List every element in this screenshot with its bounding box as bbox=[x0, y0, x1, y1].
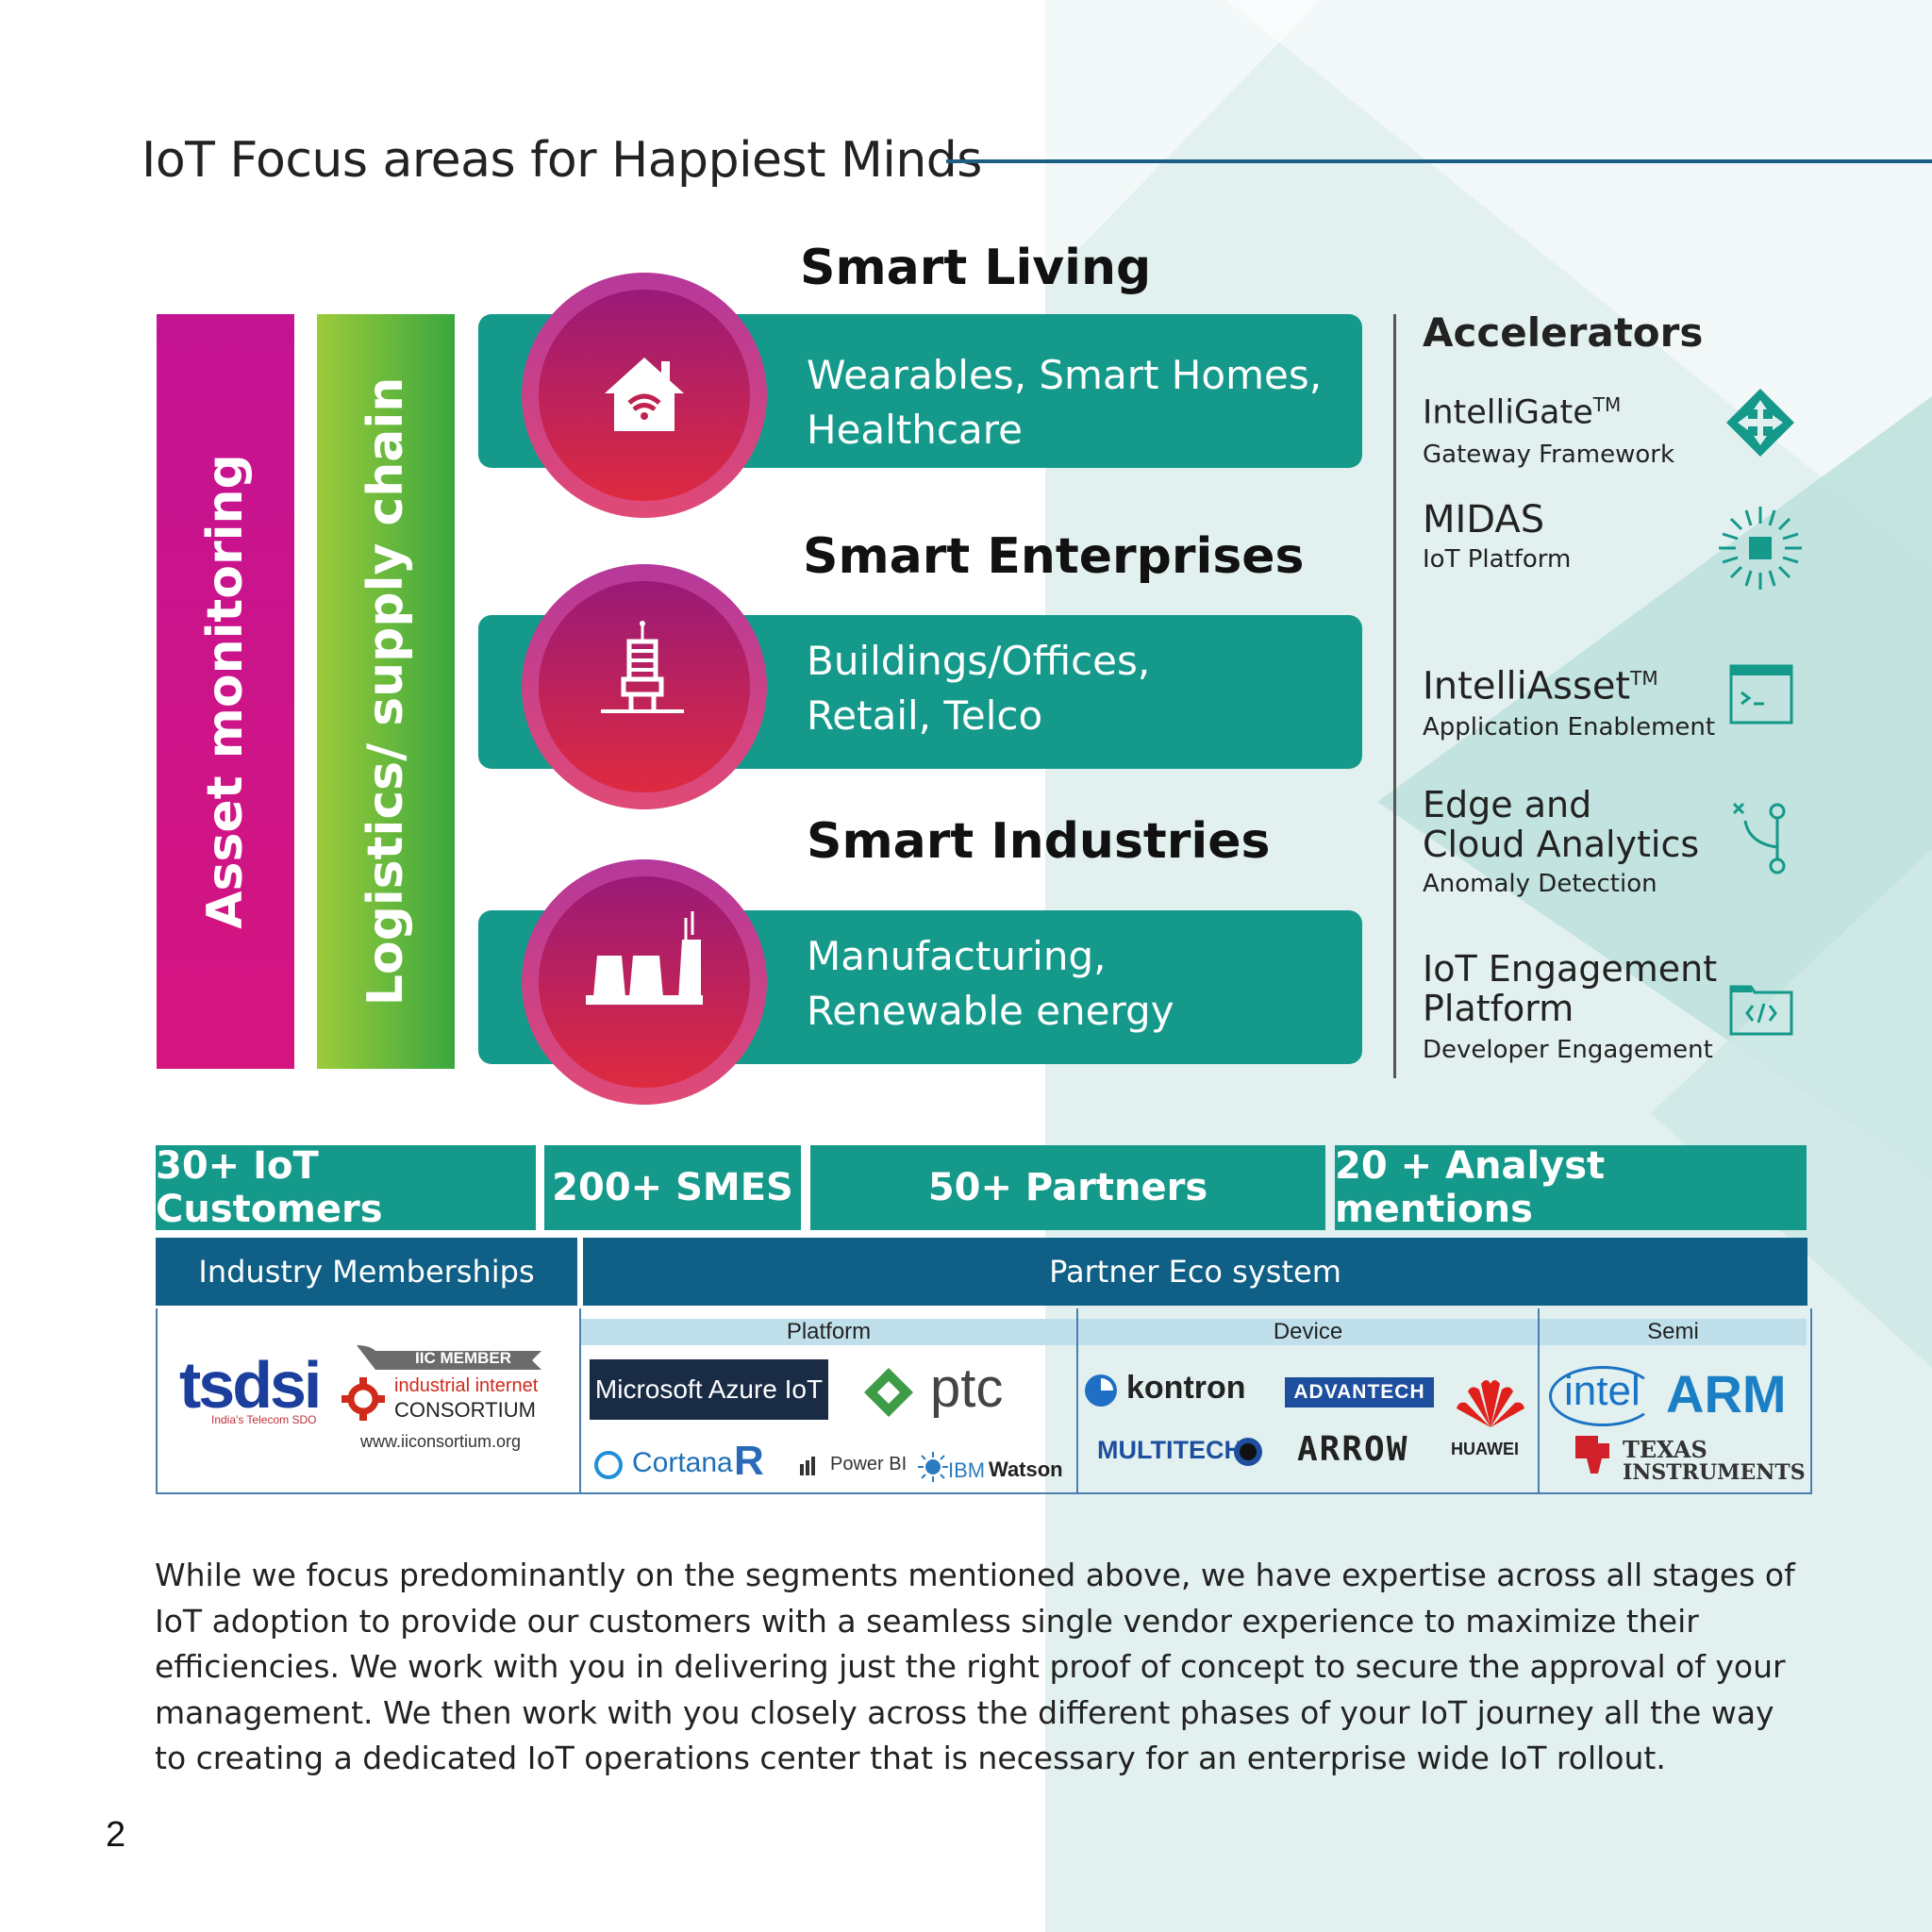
terminal-window-icon bbox=[1729, 664, 1793, 724]
cortana-ring-icon bbox=[594, 1451, 623, 1479]
accelerator-name-line2: Platform bbox=[1423, 988, 1574, 1029]
ptc-mark-icon bbox=[864, 1368, 913, 1417]
tower-badge bbox=[522, 564, 767, 809]
accelerator-edge-cloud-analytics: Edge and Cloud Analytics Anomaly Detecti… bbox=[1423, 785, 1699, 898]
gear-icon bbox=[341, 1377, 385, 1421]
tower-icon bbox=[601, 621, 684, 713]
logo-separator bbox=[1538, 1308, 1540, 1492]
accelerator-intelliasset: IntelliAssetTM Application Enablement bbox=[1423, 658, 1715, 741]
partner-eco-system-header: Partner Eco system bbox=[583, 1238, 1807, 1306]
accelerator-name-line1: Edge and bbox=[1423, 784, 1592, 825]
iic-line1: industrial internet bbox=[394, 1375, 539, 1396]
iic-member-banner: IIC MEMBER bbox=[357, 1343, 541, 1372]
multitech-logo: MULTITECH bbox=[1097, 1436, 1242, 1464]
factory-badge bbox=[522, 859, 767, 1105]
tsdsi-logo: tsdsi bbox=[179, 1348, 322, 1422]
iic-line2: CONSORTIUM bbox=[394, 1398, 536, 1422]
ibm-watson-icon bbox=[918, 1452, 948, 1482]
r-logo: R bbox=[734, 1438, 764, 1484]
branch-icon bbox=[1732, 802, 1786, 874]
segment-desc-line2: Retail, Telco bbox=[807, 692, 1043, 739]
industry-memberships-header: Industry Memberships bbox=[156, 1238, 577, 1306]
logo-panel bbox=[156, 1308, 1812, 1494]
stat-analyst-mentions: 20 + Analyst mentions bbox=[1335, 1144, 1807, 1231]
stat-partners: 50+ Partners bbox=[810, 1145, 1325, 1230]
category-semi: Semi bbox=[1540, 1319, 1807, 1345]
category-device: Device bbox=[1078, 1319, 1538, 1345]
page-number: 2 bbox=[106, 1815, 126, 1855]
kontron-mark-icon bbox=[1085, 1374, 1117, 1407]
accelerator-name-line1: IoT Engagement bbox=[1423, 948, 1718, 990]
logo-separator bbox=[1076, 1308, 1078, 1492]
stat-iot-customers: 30+ IoT Customers bbox=[156, 1144, 536, 1231]
code-folder-icon bbox=[1729, 985, 1793, 1036]
smart-home-icon bbox=[605, 358, 684, 431]
multitech-dot-icon bbox=[1234, 1438, 1262, 1466]
ptc-logo: ptc bbox=[930, 1357, 1004, 1419]
trademark-mark: TM bbox=[1630, 667, 1658, 690]
category-platform: Platform bbox=[581, 1319, 1076, 1345]
segment-desc-line2: Renewable energy bbox=[807, 988, 1174, 1034]
title-rule bbox=[946, 159, 1932, 163]
logistics-bar: Logistics/ supply chain bbox=[317, 314, 455, 1069]
accelerator-sub: Application Enablement bbox=[1423, 713, 1716, 742]
chip-burst-icon bbox=[1719, 507, 1802, 590]
logistics-label: Logistics/ supply chain bbox=[358, 376, 414, 1007]
texas-instruments-icon bbox=[1575, 1436, 1609, 1474]
advantech-logo: ADVANTECH bbox=[1285, 1377, 1434, 1407]
arrow-logo: ARROW bbox=[1297, 1430, 1409, 1469]
body-paragraph: While we focus predominantly on the segm… bbox=[155, 1557, 1795, 1776]
accelerator-name: IntelliAsset bbox=[1423, 664, 1631, 708]
segment-desc-line1: Manufacturing, bbox=[807, 933, 1107, 979]
accelerator-sub: Anomaly Detection bbox=[1423, 870, 1657, 898]
watson-logo: Watson bbox=[989, 1457, 1063, 1481]
tsdsi-tagline: India's Telecom SDO bbox=[211, 1413, 317, 1426]
factory-icon bbox=[586, 911, 703, 1005]
huawei-petals-icon bbox=[1457, 1380, 1524, 1427]
accelerator-name: MIDAS bbox=[1423, 498, 1545, 541]
microsoft-azure-iot-logo: Microsoft Azure IoT bbox=[590, 1359, 828, 1420]
accelerators-heading: Accelerators bbox=[1423, 309, 1704, 356]
iic-member-label: IIC MEMBER bbox=[415, 1349, 511, 1367]
gateway-arrows-icon bbox=[1726, 389, 1794, 457]
asset-monitoring-label: Asset monitoring bbox=[197, 454, 254, 929]
accelerator-name: IntelliGate bbox=[1423, 393, 1593, 432]
accelerator-sub: Gateway Framework bbox=[1423, 440, 1675, 469]
cortana-logo: Cortana bbox=[632, 1447, 733, 1478]
stat-smes: 200+ SMES bbox=[544, 1145, 801, 1230]
ti-line2: INSTRUMENTS bbox=[1623, 1460, 1806, 1485]
segment-desc-line1: Wearables, Smart Homes, bbox=[807, 352, 1323, 398]
accelerator-sub: IoT Platform bbox=[1423, 545, 1572, 574]
ti-line1: TEXAS bbox=[1623, 1436, 1707, 1463]
logo-separator bbox=[579, 1308, 581, 1492]
accelerator-sub: Developer Engagement bbox=[1423, 1036, 1713, 1064]
power-bi-icon bbox=[800, 1457, 815, 1475]
iic-url: www.iiconsortium.org bbox=[360, 1432, 522, 1451]
accelerator-name-line2: Cloud Analytics bbox=[1423, 824, 1700, 865]
segment-title-smart-living: Smart Living bbox=[800, 240, 1152, 296]
segment-title-smart-enterprises: Smart Enterprises bbox=[803, 528, 1305, 585]
smart-home-badge bbox=[522, 273, 767, 518]
segment-desc-line1: Buildings/Offices, bbox=[807, 638, 1151, 684]
trademark-mark: TM bbox=[1592, 393, 1622, 416]
huawei-logo: HUAWEI bbox=[1451, 1440, 1519, 1458]
accelerators-divider bbox=[1393, 314, 1396, 1078]
asset-monitoring-bar: Asset monitoring bbox=[157, 314, 294, 1069]
ibm-logo: IBM bbox=[948, 1458, 986, 1482]
intel-swoosh bbox=[1549, 1366, 1657, 1426]
power-bi-logo: Power BI bbox=[830, 1454, 908, 1474]
kontron-logo: kontron bbox=[1126, 1370, 1246, 1406]
accelerator-intelligate: IntelliGateTM Gateway Framework bbox=[1423, 385, 1674, 469]
segment-title-smart-industries: Smart Industries bbox=[807, 813, 1271, 870]
segment-desc-line2: Healthcare bbox=[807, 407, 1023, 453]
page-title: IoT Focus areas for Happiest Minds bbox=[142, 132, 982, 189]
arm-logo: ARM bbox=[1666, 1364, 1787, 1424]
accelerator-midas: MIDAS IoT Platform bbox=[1423, 500, 1571, 574]
intel-logo: intel bbox=[1564, 1368, 1641, 1414]
accelerator-engagement-platform: IoT Engagement Platform Developer Engage… bbox=[1423, 949, 1717, 1064]
